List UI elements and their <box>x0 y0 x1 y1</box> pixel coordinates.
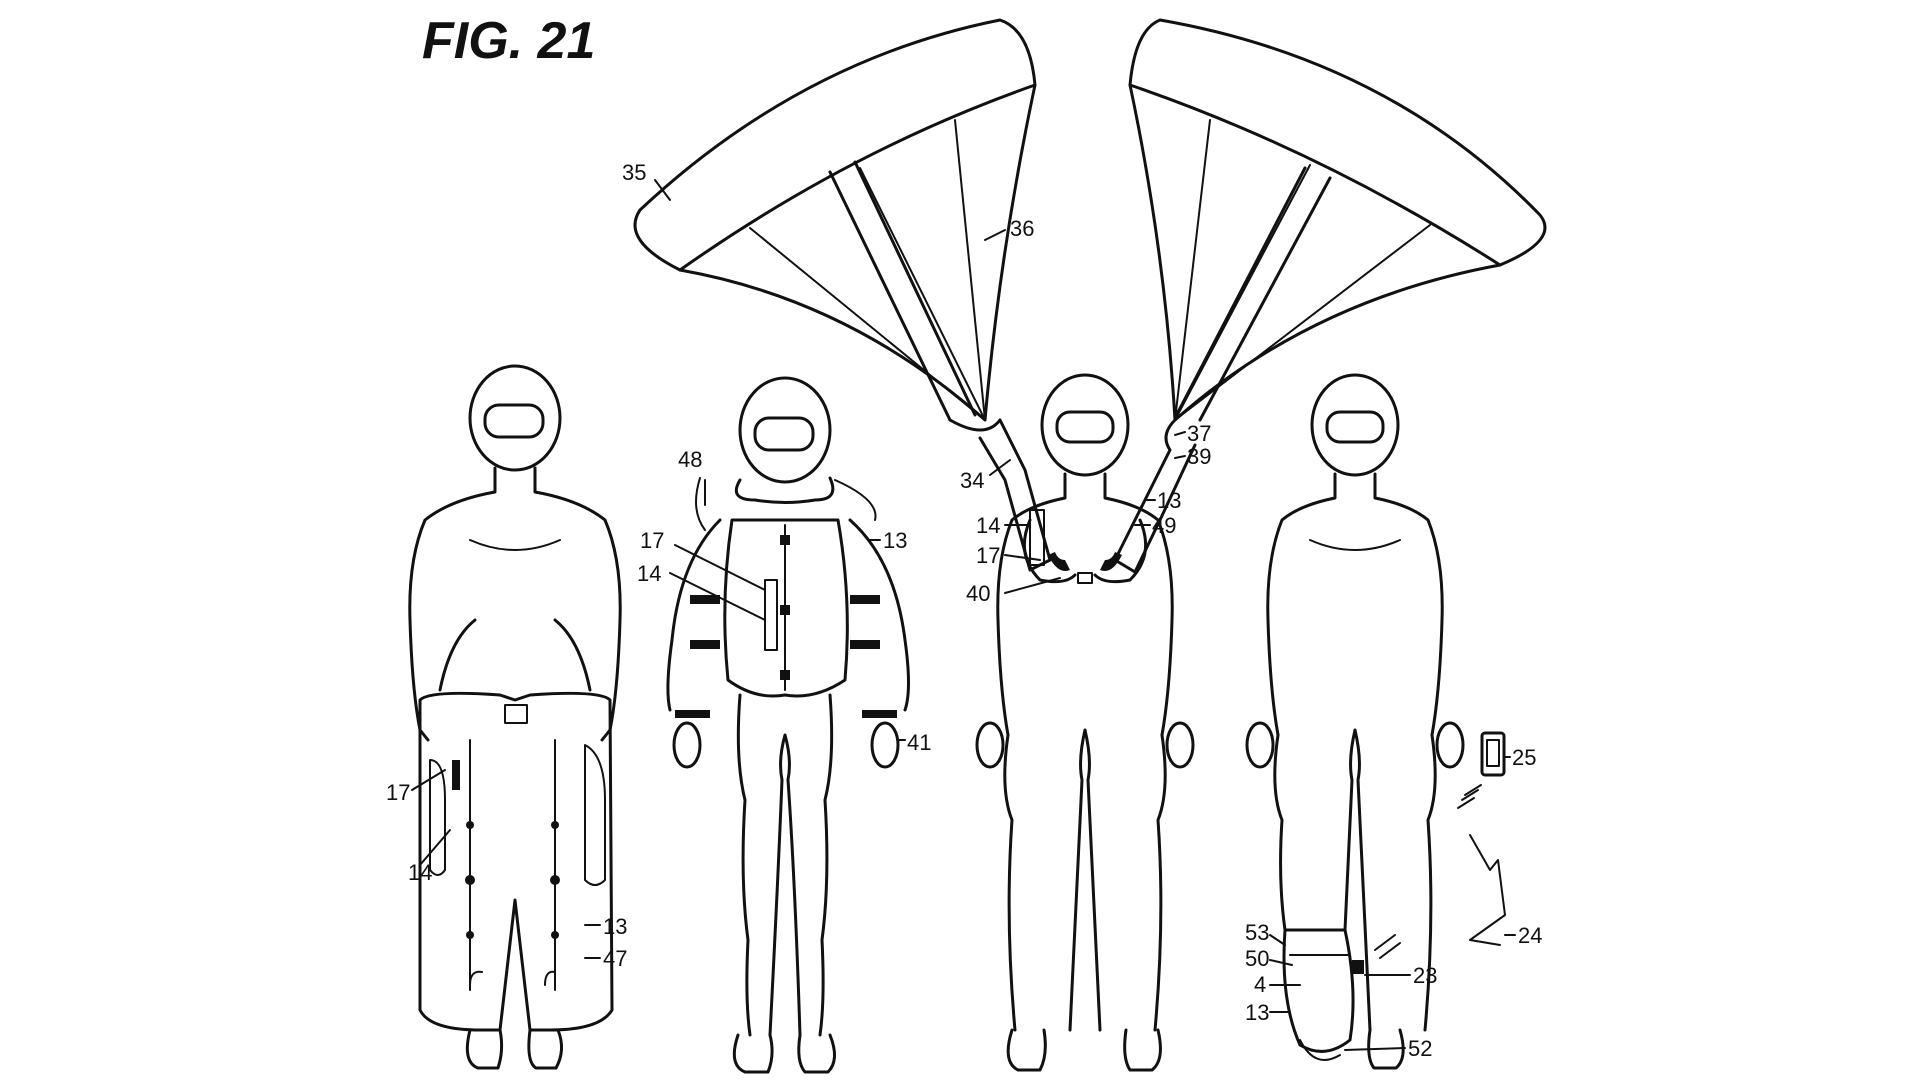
reference-numerals: 35 36 34 37 39 13 49 14 17 40 48 17 14 1… <box>386 160 1542 1061</box>
ref-13-p2: 13 <box>883 528 907 553</box>
ref-53: 53 <box>1245 920 1269 945</box>
person-1 <box>408 364 622 1070</box>
left-canopy <box>633 18 1052 572</box>
ref-17-p3: 17 <box>976 543 1000 568</box>
ref-23: 23 <box>1413 963 1437 988</box>
container-2 <box>764 579 778 651</box>
helmet-3 <box>1040 373 1130 477</box>
ref-48: 48 <box>678 447 702 472</box>
ref-37: 37 <box>1187 421 1211 446</box>
right-canopy <box>1113 18 1547 574</box>
ref-52: 52 <box>1408 1036 1432 1061</box>
person-2 <box>666 376 910 1074</box>
ref-36: 36 <box>1010 216 1034 241</box>
ref-39: 39 <box>1187 444 1211 469</box>
visor-2 <box>753 416 815 452</box>
helmet-4 <box>1310 373 1400 477</box>
ref-34: 34 <box>960 468 984 493</box>
ref-47: 47 <box>603 946 627 971</box>
ref-50: 50 <box>1245 946 1269 971</box>
ref-17-p2: 17 <box>640 528 664 553</box>
ref-25: 25 <box>1512 745 1536 770</box>
visor-1 <box>483 403 545 439</box>
visor-4 <box>1325 410 1385 444</box>
ref-35: 35 <box>622 160 646 185</box>
ref-24: 24 <box>1518 923 1542 948</box>
ref-14-p2: 14 <box>637 561 661 586</box>
sensor-23 <box>1352 960 1364 974</box>
helmet-1 <box>468 364 562 472</box>
belt-buckle-1 <box>504 704 528 724</box>
ref-41: 41 <box>907 730 931 755</box>
ref-13-p3: 13 <box>1157 488 1181 513</box>
signal-24 <box>1469 834 1506 946</box>
ref-49: 49 <box>1152 513 1176 538</box>
person-4 <box>1245 373 1506 1070</box>
ref-40: 40 <box>966 581 990 606</box>
ref-4: 4 <box>1254 972 1266 997</box>
visor-3 <box>1055 410 1115 444</box>
ref-14-p1: 14 <box>408 860 432 885</box>
ref-14-p3: 14 <box>976 513 1000 538</box>
buckle-3 <box>1077 572 1093 584</box>
helmet-2 <box>738 376 832 484</box>
leader-lines <box>411 179 1516 1051</box>
ref-17-p1: 17 <box>386 780 410 805</box>
person-3 <box>975 373 1195 1072</box>
figure-title: FIG. 21 <box>422 12 595 70</box>
ref-13-p1: 13 <box>603 914 627 939</box>
ref-13-p4: 13 <box>1245 1000 1269 1025</box>
phone-25 <box>1480 731 1506 777</box>
container-3 <box>1029 509 1045 566</box>
